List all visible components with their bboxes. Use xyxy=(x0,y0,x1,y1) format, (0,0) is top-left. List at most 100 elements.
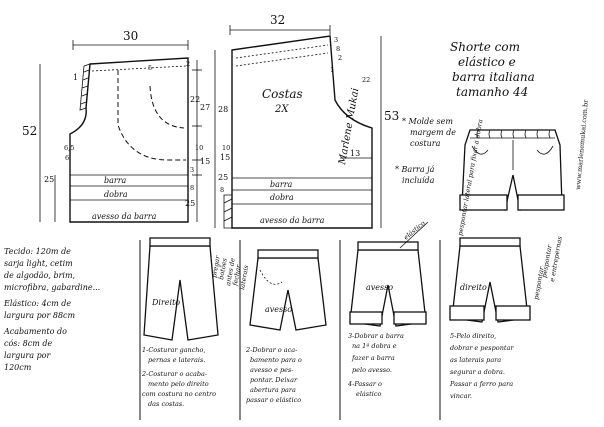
step-3-text: 3-Dobrar a barra na 1ª dobra e fazer a b… xyxy=(347,332,404,398)
step-1-line-2: pernas e laterais. xyxy=(148,356,205,364)
step-3-waistband xyxy=(357,241,419,251)
front-left-hem: 25 xyxy=(44,175,54,184)
front-hatch-line xyxy=(81,93,88,97)
front-width-label: 30 xyxy=(123,29,138,43)
back-name-label: Costas xyxy=(262,87,303,101)
back-hatch-line xyxy=(223,216,233,222)
front-hatch-line xyxy=(82,77,89,81)
step-2-avesso-label: avesso xyxy=(265,305,292,314)
back-waist-guide xyxy=(235,44,329,59)
step-1-text: 1-Costurar gancho, pernas e laterais. 2-… xyxy=(141,346,216,408)
back-barra-label: barra xyxy=(270,180,293,189)
front-pocket-curve xyxy=(149,85,185,129)
back-hatch-line xyxy=(223,207,233,213)
website-watermark: www.marlenemukai.com.br xyxy=(574,98,590,190)
front-waist-guide xyxy=(91,65,187,72)
step-2-shorts xyxy=(249,257,327,331)
front-right-10: 10 xyxy=(195,144,203,152)
back-hatch xyxy=(223,194,233,229)
front-pocket-guide xyxy=(117,70,186,161)
step-5-text: 5-Pelo direito, dobrar e pespontar as la… xyxy=(449,332,514,400)
title-line-2: elástico e xyxy=(458,55,516,69)
front-inner-5: 5 xyxy=(148,64,152,72)
note-molde-1: * Molde sem xyxy=(402,117,453,126)
back-dim-22: 22 xyxy=(362,76,370,84)
back-hatch-line xyxy=(223,198,233,204)
step-3-line-2: na 1ª dobra e xyxy=(352,342,397,350)
back-avesso-label: avesso da barra xyxy=(260,216,325,225)
back-top-8: 8 xyxy=(336,45,340,53)
step-2-line-1: 2-Dobrar o aca- xyxy=(245,346,297,354)
materials-line-4: microfibra, gabardine... xyxy=(4,283,100,292)
step-3-line-3: fazer a barra xyxy=(351,354,395,362)
front-inner-65: 6,5 xyxy=(64,144,74,152)
finished-shorts-illustration xyxy=(459,129,565,211)
step-2-line-3: avesso e pes- xyxy=(250,366,294,374)
note-molde-3: costura xyxy=(410,139,441,148)
step-5-line-1: 5-Pelo direito, xyxy=(450,332,496,340)
front-hatch-line xyxy=(81,85,89,89)
step-2-line-4: pontar. Deixar xyxy=(250,376,298,384)
materials-line-5: Elástico: 4cm de xyxy=(3,299,71,308)
back-waist-guide-2 xyxy=(235,52,329,67)
step-2-line-5: abertura para xyxy=(250,386,296,394)
step-3-hem-left xyxy=(349,311,383,325)
front-crotch-hatch xyxy=(79,63,91,111)
step-5-direito-label: direito xyxy=(460,283,487,292)
title-line-3: barra italiana xyxy=(452,70,535,84)
back-dobra-label: dobra xyxy=(270,193,294,202)
step-3-line-5: 4-Passar o xyxy=(347,380,382,388)
pregar-note-4: fechar xyxy=(231,263,243,287)
materials-line-3: de algodão, brim, xyxy=(4,271,75,280)
title-line-1: Shorte com xyxy=(450,40,520,54)
front-dobra-label: dobra xyxy=(104,190,128,199)
front-left-total: 52 xyxy=(22,124,37,138)
step-1-waistband xyxy=(149,237,211,247)
step-1-line-4: mento pelo direito xyxy=(148,380,209,388)
finished-cuff-right xyxy=(517,194,565,211)
front-barra-label: barra xyxy=(104,176,127,185)
step-5-line-2: dobrar e pespontar xyxy=(450,344,514,352)
step-2-line-6: passar o elástico xyxy=(246,396,301,404)
back-pattern-piece: 32 barra dobra avesso da barra Costas 2X… xyxy=(214,13,399,229)
pattern-notes: * Molde sem margem de costura * Barra já… xyxy=(395,117,456,185)
step-5-line-6: vincar. xyxy=(450,392,472,400)
step-1-shorts xyxy=(143,245,219,341)
step-1-line-1: 1-Costurar gancho, xyxy=(142,346,206,354)
step-3-sketch: avesso elástico xyxy=(349,219,429,327)
pregar-note-1: pregar xyxy=(210,254,222,278)
step-5-cuff-right xyxy=(495,305,531,321)
step-3-elastico-label: elástico xyxy=(402,219,427,241)
step-3-line-1: 3-Dobrar a barra xyxy=(348,332,404,340)
step-3-line-4: pelo avesso. xyxy=(352,366,392,374)
front-right-15: 15 xyxy=(200,157,210,166)
materials-line-8: cós: 8cm de xyxy=(4,339,52,348)
back-qty-label: 2X xyxy=(274,104,289,115)
front-right-25: 25 xyxy=(185,199,195,208)
materials-line-10: 120cm xyxy=(4,363,32,372)
step-3-elastic-arrow xyxy=(399,221,429,249)
step-2-text: 2-Dobrar o aca- bamento para o avesso e … xyxy=(245,346,302,404)
front-top-2: 2 xyxy=(186,60,190,68)
finished-pocket-right xyxy=(536,145,554,155)
step-2-line-2: bamento para o xyxy=(250,356,302,364)
step-5-line-5: Passar a ferro para xyxy=(449,380,513,388)
step-5-line-3: as laterais para xyxy=(450,356,501,364)
back-crotch-13: 13 xyxy=(350,149,360,158)
step-1-line-6: das costas. xyxy=(148,400,184,408)
materials-line-2: sarja light, cetim xyxy=(4,259,73,268)
finished-elastic-gathers xyxy=(476,129,551,139)
title-line-4: tamanho 44 xyxy=(456,85,528,99)
finished-pocket-left xyxy=(471,145,489,155)
step-1-direito-label: Direito xyxy=(151,298,180,307)
front-outline xyxy=(69,57,189,223)
front-right-8: 8 xyxy=(190,184,194,192)
front-pattern-piece: 30 barra dobra avesso da barra 52 25 6 1… xyxy=(22,29,210,223)
back-left-15: 15 xyxy=(220,153,230,162)
note-molde-2: margem de xyxy=(410,128,456,137)
step-2-waistband xyxy=(257,249,319,259)
step-1-line-5: com costura no centro xyxy=(142,390,216,398)
finished-cuff-left xyxy=(459,194,508,211)
back-left-10: 10 xyxy=(222,144,230,152)
